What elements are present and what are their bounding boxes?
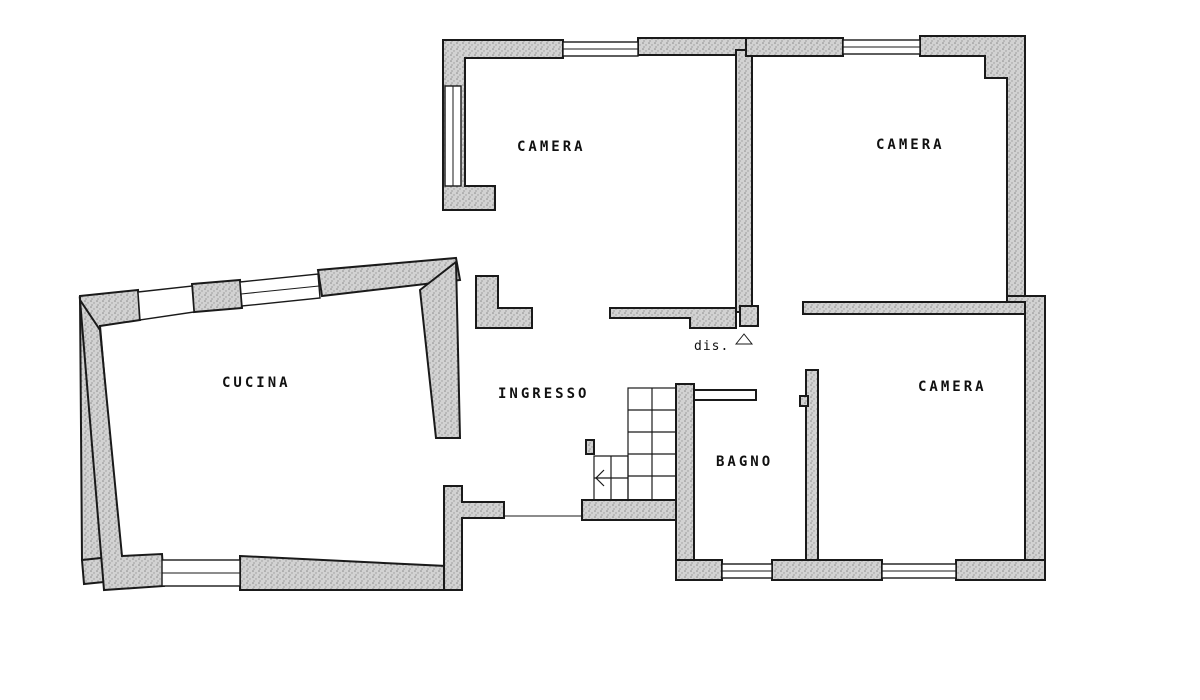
room-label-ingresso: INGRESSO <box>498 386 589 402</box>
room-label-camera-top-left: CAMERA <box>517 139 586 155</box>
north-windows <box>444 39 921 187</box>
room-label-cucina: CUCINA <box>222 375 291 391</box>
cucina-walls <box>78 256 505 592</box>
cucina-windows <box>137 273 321 587</box>
room-label-dis: dis. <box>694 339 729 354</box>
north-walls <box>442 35 1046 579</box>
south-windows <box>721 563 957 579</box>
staircase <box>585 387 677 501</box>
room-label-camera-top-right: CAMERA <box>876 137 945 153</box>
room-label-camera-bottom-right: CAMERA <box>918 379 987 395</box>
room-label-bagno: BAGNO <box>716 454 773 470</box>
dis-marker-icon <box>734 333 754 345</box>
central-walls <box>581 369 1046 581</box>
